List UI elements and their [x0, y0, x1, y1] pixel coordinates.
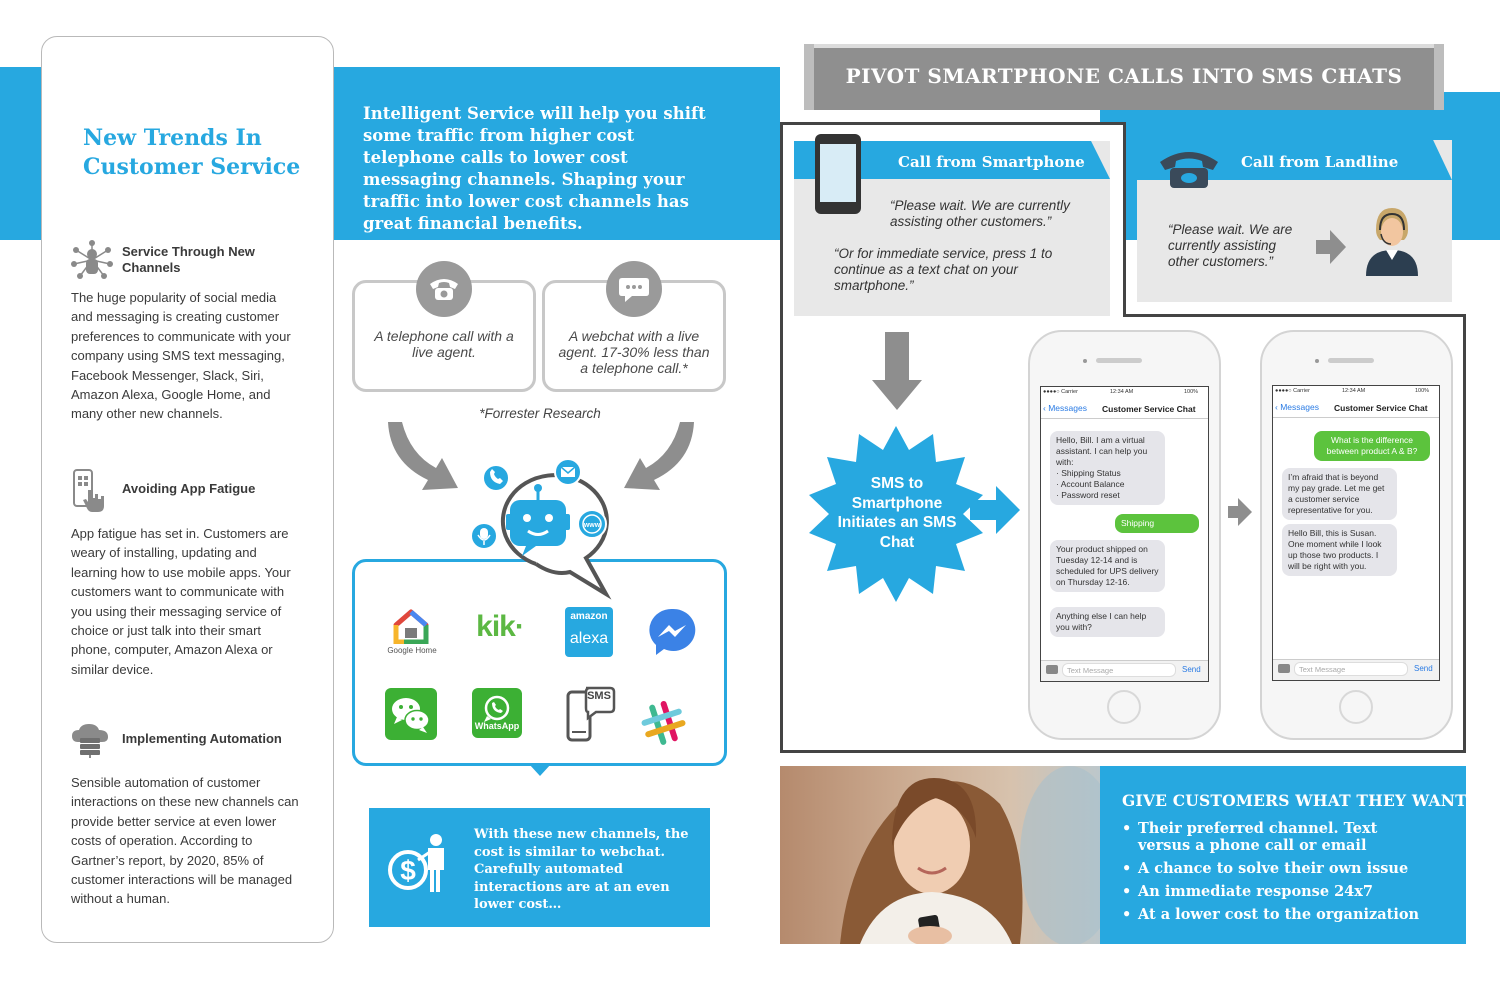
svg-text:$: $	[400, 855, 416, 886]
cost-info-text: With these new channels, the cost is sim…	[474, 827, 689, 912]
sms-phone-icon	[566, 686, 616, 742]
phone1-battery: 100%	[1184, 389, 1199, 395]
phone-tap-icon	[72, 468, 106, 512]
sidebar-card	[41, 36, 334, 943]
starburst-text: SMS to Smartphone Initiates an SMS Chat	[837, 475, 957, 551]
grey-right-arrow-icon	[1316, 230, 1346, 264]
give-item-4: At a lower cost to the organization	[1122, 906, 1422, 923]
section-body-automation: Sensible automation of customer interact…	[71, 775, 299, 907]
whatsapp-label: WhatsApp	[474, 721, 520, 731]
phone2-speaker	[1328, 358, 1374, 363]
whatsapp-icon	[472, 688, 522, 738]
phone2-message-bot-2: Hello Bill, this is Susan. One moment wh…	[1282, 524, 1397, 576]
phone2-send-button[interactable]: Send	[1414, 664, 1433, 673]
blue-right-arrow-icon	[970, 486, 1020, 534]
phone2-header-divider	[1273, 417, 1439, 418]
phone2-back-link[interactable]: ‹ Messages	[1275, 402, 1319, 412]
webchat-text: A webchat with a live agent. 17-30% less…	[558, 328, 710, 376]
sms-label: SMS	[587, 690, 611, 702]
google-home-icon	[389, 608, 433, 645]
phone1-carrier: ●●●●○ Carrier	[1043, 389, 1078, 395]
grey-down-arrow-icon	[872, 332, 922, 410]
phone1-camera-icon[interactable]	[1046, 665, 1058, 674]
give-customers-list: Their preferred channel. Text versus a p…	[1122, 820, 1422, 929]
network-person-icon	[70, 240, 114, 280]
phone2-message-user-1: What is the difference between product A…	[1314, 431, 1430, 461]
phone2-time: 12:34 AM	[1342, 388, 1366, 394]
source-note: *Forrester Research	[479, 406, 601, 421]
phone1-send-button[interactable]: Send	[1182, 665, 1201, 674]
phone1-message-user-1: Shipping	[1115, 514, 1199, 533]
phone2-text-input[interactable]: Text Message	[1294, 662, 1408, 676]
alexa-label: alexa	[569, 630, 609, 647]
svg-text:www: www	[583, 522, 601, 529]
wechat-icon	[385, 688, 437, 740]
phone1-back-label: Messages	[1048, 403, 1087, 413]
sidebar-title: New Trends In Customer Service	[83, 125, 301, 180]
section-heading-app-fatigue: Avoiding App Fatigue	[122, 481, 256, 496]
channels-box-pointer	[529, 764, 551, 776]
give-item-3: An immediate response 24x7	[1122, 883, 1422, 900]
section-body-app-fatigue: App fatigue has set in. Customers are we…	[71, 526, 291, 677]
right-curved-arrow-icon	[620, 420, 700, 510]
main-banner-title: PIVOT SMARTPHONE CALLS INTO SMS CHATS	[845, 64, 1403, 88]
phone1-header-divider	[1041, 418, 1208, 419]
main-banner	[814, 44, 1434, 110]
starburst-badge	[808, 426, 984, 602]
phone1-speaker	[1096, 358, 1142, 363]
give-item-2: A chance to solve their own issue	[1122, 860, 1422, 877]
kik-logo: kik·	[476, 610, 525, 643]
smartphone-icon	[815, 134, 861, 214]
phone2-message-bot-1: I’m afraid that is beyond my pay grade. …	[1282, 468, 1397, 520]
webchat-card	[542, 280, 726, 392]
smartphone-quote-2: “Or for immediate service, press 1 to co…	[834, 246, 1053, 293]
smartphone-quote-1: “Please wait. We are currently assisting…	[890, 198, 1070, 229]
phone1-message-bot-2: Your product shipped on Tuesday 12-14 an…	[1050, 540, 1165, 592]
section-heading-automation: Implementing Automation	[122, 731, 282, 746]
agent-headset-icon	[1362, 204, 1422, 276]
phone1-text-input[interactable]: Text Message	[1062, 663, 1176, 677]
intro-text: Intelligent Service will help you shift …	[363, 104, 706, 233]
left-curved-arrow-icon	[382, 420, 462, 510]
phone1-time: 12:34 AM	[1110, 389, 1134, 395]
messenger-icon	[648, 607, 696, 657]
google-home-label: Google Home	[387, 646, 437, 655]
amazon-label: amazon	[570, 611, 608, 622]
give-item-1: Their preferred channel. Text versus a p…	[1122, 820, 1422, 854]
smiling-woman-photo	[780, 766, 1120, 946]
banner-fold-left	[804, 44, 814, 110]
give-customers-title: GIVE CUSTOMERS WHAT THEY WANT:	[1122, 791, 1473, 810]
phone1-chat-title: Customer Service Chat	[1102, 404, 1196, 414]
phone2-carrier: ●●●●○ Carrier	[1275, 388, 1310, 394]
landline-phone-icon	[1158, 148, 1220, 190]
phone2-battery: 100%	[1415, 388, 1430, 394]
telephone-icon	[416, 261, 472, 317]
phone2-chat-title: Customer Service Chat	[1334, 403, 1428, 413]
money-person-icon: $	[388, 830, 452, 894]
grey-arrow-between-phones-icon	[1228, 498, 1252, 526]
cloud-server-icon	[70, 724, 110, 758]
phone2-home-button[interactable]	[1339, 690, 1373, 724]
phone2-camera	[1315, 359, 1319, 363]
section-heading-channels: Service Through New Channels	[122, 244, 255, 275]
chat-bubble-icon	[606, 261, 662, 317]
banner-fold-right	[1434, 44, 1444, 110]
landline-quote: “Please wait. We are currently assisting…	[1168, 222, 1293, 269]
phone2-back-label: Messages	[1280, 402, 1319, 412]
smartphone-icon-screen	[820, 144, 856, 202]
phone-call-text: A telephone call with a live agent.	[374, 328, 514, 360]
amazon-alexa-icon	[565, 607, 613, 657]
phone1-message-bot-3: Anything else I can help you with?	[1050, 607, 1165, 637]
slack-icon	[641, 689, 695, 745]
chatbot-icon: www	[466, 456, 616, 602]
phone1-message-bot-1: Hello, Bill. I am a virtual assistant. I…	[1050, 431, 1165, 505]
flow-frame-divider	[1123, 314, 1466, 317]
phone1-home-button[interactable]	[1107, 690, 1141, 724]
phone1-camera	[1083, 359, 1087, 363]
phone2-camera-icon[interactable]	[1278, 664, 1290, 673]
phone1-back-link[interactable]: ‹ Messages	[1043, 403, 1087, 413]
section-body-channels: The huge popularity of social media and …	[71, 290, 291, 422]
